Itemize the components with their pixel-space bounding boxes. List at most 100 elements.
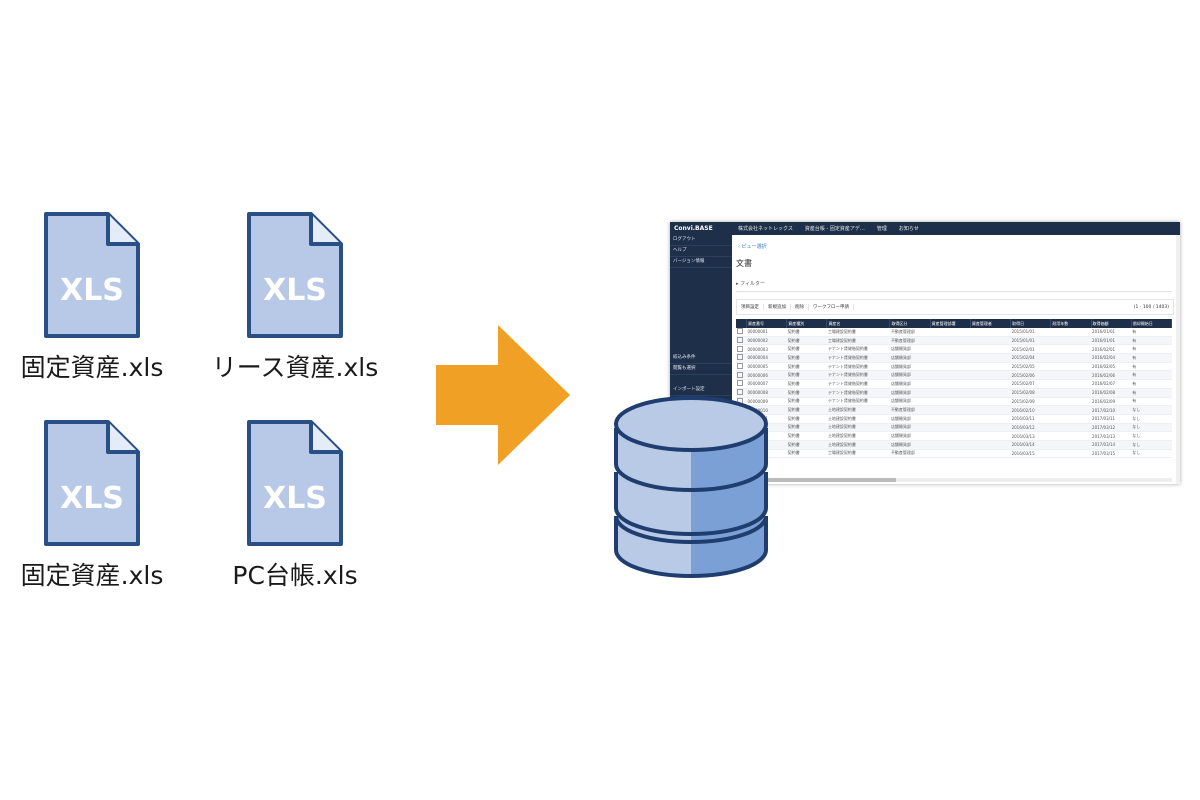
table-cell xyxy=(1050,379,1092,389)
table-cell: 2016/03/14 xyxy=(1010,440,1051,450)
table-cell: 契約書 xyxy=(786,328,827,337)
breadcrumb[interactable]: ‹ ビュー選択 xyxy=(738,244,767,250)
table-cell xyxy=(930,423,971,433)
table-cell: 有 xyxy=(1131,379,1172,389)
filter-toggle[interactable]: ▸ フィルター xyxy=(736,277,1172,292)
checkbox[interactable] xyxy=(737,337,743,344)
table-cell: 契約書 xyxy=(786,414,827,424)
column-header[interactable]: 資産管理者 xyxy=(970,319,1012,328)
table-cell: 2016/03/11 xyxy=(1010,414,1051,424)
column-header[interactable]: 取得日 xyxy=(1010,319,1052,328)
table-cell: 店舗開発部 xyxy=(889,353,931,363)
delete-button[interactable]: 削除 xyxy=(791,304,809,310)
app-logo: Convi.BASE xyxy=(674,225,713,232)
topbar-item[interactable]: お知らせ xyxy=(898,226,919,232)
sidebar-item[interactable]: バージョン情報 xyxy=(670,257,732,268)
topbar-item[interactable]: 管理 xyxy=(876,226,887,232)
table-cell xyxy=(1050,344,1092,355)
file-label: 固定資産.xls xyxy=(20,353,164,382)
sidebar-item[interactable]: ログアウト xyxy=(670,235,732,246)
table-cell xyxy=(970,379,1011,389)
checkbox[interactable] xyxy=(737,389,743,396)
table-cell xyxy=(930,344,971,355)
table-cell: 2016/02/07 xyxy=(1091,379,1132,389)
table-cell: 店舗開発部 xyxy=(889,370,931,381)
table-cell xyxy=(1050,440,1092,450)
table-cell: なし xyxy=(1131,414,1172,424)
table-row[interactable]: 00000012契約書土地建設契約書店舗開発部2016/03/122017/03… xyxy=(736,423,1172,433)
table-cell: なし xyxy=(1131,423,1172,433)
table-cell: 店舗開発部 xyxy=(889,388,931,398)
table-cell: テナント賃貸借契約書 xyxy=(826,353,890,363)
workflow-button[interactable]: ワークフロー申請 xyxy=(809,304,854,310)
row-checkbox[interactable] xyxy=(736,370,747,381)
table-cell: 工場建設契約書 xyxy=(826,336,890,346)
checkbox[interactable] xyxy=(737,354,743,361)
column-header[interactable]: 償却開始日 xyxy=(1131,319,1173,328)
sidebar-item[interactable]: 絞込み条件 xyxy=(670,353,732,364)
topbar-item[interactable]: 株式会社ネットレックス xyxy=(738,226,793,232)
row-checkbox[interactable] xyxy=(736,344,747,355)
select-all-checkbox[interactable] xyxy=(736,319,747,328)
checkbox[interactable] xyxy=(737,328,743,335)
table-cell: 店舗開発部 xyxy=(889,423,931,433)
column-header[interactable]: 資産種別 xyxy=(786,319,828,328)
table-cell: 2016/02/09 xyxy=(1091,397,1132,407)
vertical-scrollbar[interactable] xyxy=(1176,235,1180,484)
xls-file-icon: XLS xyxy=(42,210,142,340)
topbar-item[interactable]: 資産台帳 - 固定資産アデ… xyxy=(804,226,865,232)
checkbox[interactable] xyxy=(737,345,743,352)
add-button[interactable]: 新規追加 xyxy=(764,304,791,310)
app-topbar: Convi.BASE 株式会社ネットレックス 資産台帳 - 固定資産アデ… 管理… xyxy=(670,222,1180,235)
column-settings-button[interactable]: 項目設定 xyxy=(737,304,764,310)
checkbox[interactable] xyxy=(737,363,743,370)
table-row[interactable]: 00000014契約書土地建設契約書店舗開発部2016/03/142017/03… xyxy=(736,440,1172,450)
row-checkbox[interactable] xyxy=(736,362,747,372)
column-header[interactable]: 耐用年数 xyxy=(1050,319,1092,328)
table-row[interactable]: 00000011契約書土地建設契約書店舗開発部2016/03/112017/03… xyxy=(736,414,1172,424)
row-checkbox[interactable] xyxy=(736,379,747,389)
table-cell: 有 xyxy=(1131,388,1172,398)
table-row[interactable]: 00000015契約書工場建設契約書不動産管理部2016/03/152017/0… xyxy=(736,449,1172,459)
table-cell: 契約書 xyxy=(786,379,827,389)
table-cell: テナント賃貸借契約書 xyxy=(826,370,890,381)
row-checkbox[interactable] xyxy=(736,328,747,337)
xls-file-icon: XLS xyxy=(245,418,345,548)
table-cell xyxy=(970,344,1011,355)
column-header[interactable]: 取得区分 xyxy=(889,319,931,328)
table-cell: 土地建設契約書 xyxy=(826,440,890,450)
column-header[interactable]: 資産管理部署 xyxy=(930,319,971,328)
table-cell xyxy=(970,431,1011,441)
column-header[interactable]: 資産名 xyxy=(826,319,891,328)
horizontal-scrollbar[interactable] xyxy=(736,478,1172,482)
row-checkbox[interactable] xyxy=(736,336,747,346)
column-header[interactable]: 資産番号 xyxy=(746,319,788,328)
table-row[interactable]: 00000010契約書土地建設契約書不動産管理部2016/02/102017/0… xyxy=(736,405,1172,415)
table-cell xyxy=(930,370,971,381)
sidebar-item[interactable]: ヘルプ xyxy=(670,246,732,257)
checkbox[interactable] xyxy=(737,371,743,378)
table-cell: 2016/01/01 xyxy=(1091,328,1132,337)
table-cell: 店舗開発部 xyxy=(889,397,931,407)
row-checkbox[interactable] xyxy=(736,353,747,363)
table-cell: 契約書 xyxy=(786,431,827,441)
table-cell xyxy=(970,405,1011,415)
column-header[interactable]: 取得価額 xyxy=(1091,319,1132,328)
checkbox[interactable] xyxy=(737,380,743,387)
table-cell: 契約書 xyxy=(786,405,827,415)
table-cell: 2016/03/12 xyxy=(1010,423,1051,433)
table-row[interactable]: 00000013契約書土地建設契約書店舗開発部2016/03/132017/03… xyxy=(736,431,1172,441)
table-cell: 店舗開発部 xyxy=(889,414,931,424)
sidebar-item[interactable]: インポート設定 xyxy=(670,385,732,396)
row-checkbox[interactable] xyxy=(736,388,747,398)
sidebar-item[interactable]: 閲覧も選択 xyxy=(670,364,732,375)
